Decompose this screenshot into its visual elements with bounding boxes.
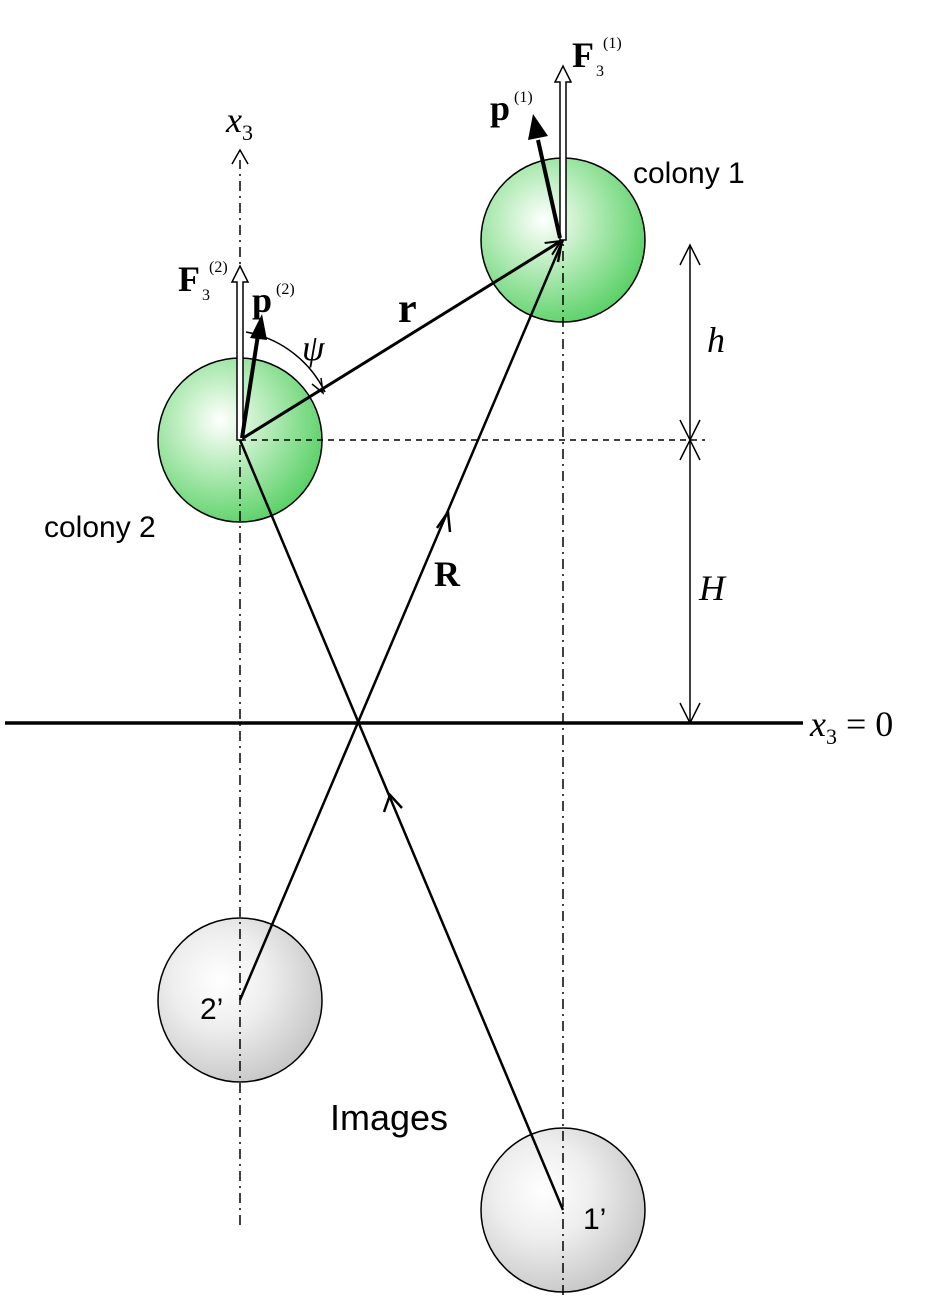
dimension-h-top-arrow [679,243,701,266]
vector-R-label: R [434,554,461,594]
vector-p1-head [528,114,548,140]
dimension-H-bottom-arrow [679,702,701,725]
vector-p2-shaft [240,334,260,439]
colony-1-label: colony 1 [633,157,745,190]
image-1-label: 1’ [583,1203,606,1236]
dimension-H-label: H [698,568,727,608]
plane-equation-label: x3 = 0 [809,704,893,749]
p2-label: p(2) [252,280,295,320]
p1-label: p(1) [490,88,533,128]
vector-p1-shaft [536,139,562,239]
colony-2-label: colony 2 [44,511,156,544]
image-line-midarrow [382,792,403,813]
line-image1-to-colony2 [238,439,565,1211]
line-image2-to-colony1 [238,239,565,1001]
F2-label: F [178,259,200,299]
R-midarrow [435,508,452,533]
image-2-label: 2’ [200,993,223,1026]
F1-label: F [572,35,594,75]
x3-axis-label: x3 [225,100,253,145]
vector-r [239,239,561,442]
x3-axis-arrowhead [231,148,249,165]
F2-subscript: 3 [202,287,210,304]
F1-superscript: (1) [603,35,622,52]
vector-r-label: r [398,286,417,332]
F2-superscript: (2) [209,259,228,276]
angle-psi-arc [245,331,326,393]
force-arrow-2 [230,264,250,441]
dimension-h-label: h [707,320,725,360]
angle-psi-arrowhead [311,377,324,395]
dimension-H-top-arrow [679,438,701,461]
F1-subscript: 3 [596,63,604,80]
angle-psi-label: ψ [302,328,325,368]
images-label: Images [330,1097,448,1138]
force-arrow-1 [553,64,573,241]
